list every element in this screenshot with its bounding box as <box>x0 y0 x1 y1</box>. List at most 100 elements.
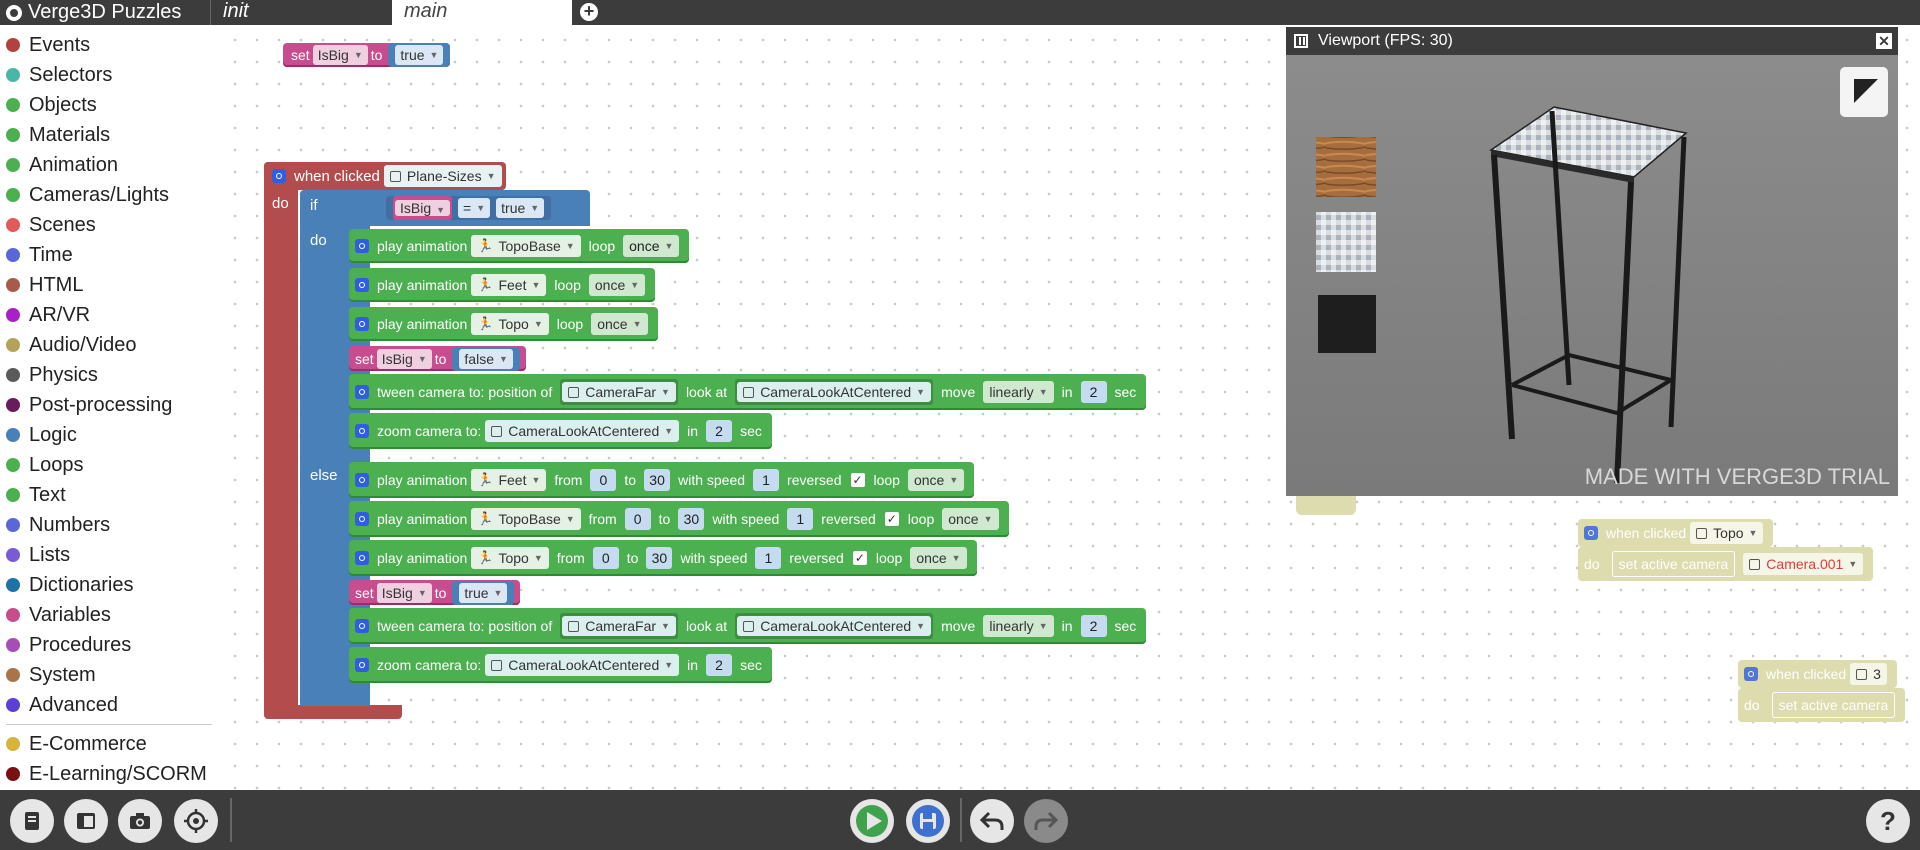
object-dropdown[interactable]: Plane-Sizes▼ <box>383 165 502 187</box>
category-scenes[interactable]: Scenes <box>6 211 96 239</box>
boolean-dropdown[interactable]: false▼ <box>459 348 513 369</box>
category-events[interactable]: Events <box>6 31 90 59</box>
target-object-dropdown[interactable]: CameraLookAtCentered▼ <box>485 420 680 442</box>
undo-icon[interactable] <box>970 799 1014 843</box>
set-active-camera-statement[interactable]: set active camera <box>1611 551 1736 577</box>
category-procedures[interactable]: Procedures <box>6 631 131 659</box>
disabled-when-clicked-block[interactable]: when clicked Topo▼ <box>1578 519 1774 547</box>
loop-dropdown[interactable]: once▼ <box>910 547 967 569</box>
category-advanced[interactable]: Advanced <box>6 691 118 719</box>
tab-main[interactable]: main <box>392 0 572 25</box>
category-e-commerce[interactable]: E-Commerce <box>6 730 147 758</box>
category-ar-vr[interactable]: AR/VR <box>6 301 90 329</box>
boolean-block[interactable]: true▼ <box>388 43 451 67</box>
gear-icon[interactable] <box>355 385 369 399</box>
interpolation-dropdown[interactable]: linearly▼ <box>983 381 1054 403</box>
category-audio-video[interactable]: Audio/Video <box>6 331 137 359</box>
to-input[interactable]: 30 <box>678 508 705 530</box>
boolean-block[interactable]: true▼ <box>452 580 515 605</box>
variable-dropdown[interactable]: IsBig▼ <box>376 582 432 603</box>
set-variable-block[interactable]: set IsBig▼ to true▼ <box>349 580 521 605</box>
3d-scene-canvas[interactable]: MADE WITH VERGE3D TRIAL <box>1286 55 1898 496</box>
help-icon[interactable]: ? <box>1866 799 1910 843</box>
animation-dropdown[interactable]: 🏃TopoBase▼ <box>471 508 581 530</box>
close-icon[interactable]: ✕ <box>1876 33 1892 49</box>
set-variable-block[interactable]: set IsBig▼ to true▼ <box>283 43 451 67</box>
redo-icon[interactable] <box>1024 799 1068 843</box>
boolean-dropdown[interactable]: true▼ <box>395 45 444 65</box>
animation-dropdown[interactable]: 🏃Topo▼ <box>471 547 549 569</box>
loop-dropdown[interactable]: once▼ <box>942 508 999 530</box>
to-input[interactable]: 30 <box>646 547 673 569</box>
gear-icon[interactable] <box>272 169 286 183</box>
duration-input[interactable]: 2 <box>706 654 733 676</box>
duration-input[interactable]: 2 <box>1080 615 1107 637</box>
from-input[interactable]: 0 <box>592 547 619 569</box>
play-animation-block[interactable]: play animation 🏃Topo▼ from 0 to 30 with … <box>349 540 977 576</box>
from-input[interactable]: 0 <box>590 469 617 491</box>
target-icon[interactable] <box>174 799 218 843</box>
tween-camera-block[interactable]: tween camera to: position of CameraFar▼ … <box>349 608 1147 644</box>
operator-dropdown[interactable]: =▼ <box>458 198 491 218</box>
play-animation-block[interactable]: play animation 🏃Topo▼ loop once▼ <box>349 307 658 341</box>
category-html[interactable]: HTML <box>6 271 83 299</box>
from-input[interactable]: 0 <box>624 508 651 530</box>
play-icon[interactable] <box>850 799 894 843</box>
speed-input[interactable]: 1 <box>755 547 782 569</box>
reversed-checkbox[interactable]: ✓ <box>884 512 899 526</box>
category-text[interactable]: Text <box>6 481 66 509</box>
save-icon[interactable] <box>906 799 950 843</box>
category-cameras-lights[interactable]: Cameras/Lights <box>6 181 169 209</box>
play-animation-block[interactable]: play animation 🏃TopoBase▼ from 0 to 30 w… <box>349 501 1009 537</box>
duration-input[interactable]: 2 <box>706 420 733 442</box>
category-loops[interactable]: Loops <box>6 451 84 479</box>
gear-icon[interactable] <box>355 619 369 633</box>
set-variable-block[interactable]: set IsBig▼ to false▼ <box>349 346 526 371</box>
camera-dropdown[interactable]: Camera.001▼ <box>1743 553 1864 575</box>
category-time[interactable]: Time <box>6 241 73 269</box>
play-animation-block[interactable]: play animation 🏃Feet▼ from 0 to 30 with … <box>349 462 975 498</box>
set-active-camera-block[interactable]: do set active camera Camera.001▼ <box>1578 547 1874 581</box>
category-dictionaries[interactable]: Dictionaries <box>6 571 133 599</box>
object-dropdown[interactable]: 3 <box>1850 663 1887 685</box>
boolean-dropdown[interactable]: true▼ <box>496 198 545 218</box>
duration-input[interactable]: 2 <box>1080 381 1107 403</box>
boolean-dropdown[interactable]: true▼ <box>459 582 508 603</box>
speed-input[interactable]: 1 <box>753 469 780 491</box>
gear-icon[interactable] <box>355 512 369 526</box>
speed-input[interactable]: 1 <box>787 508 814 530</box>
target-object-block[interactable]: CameraLookAtCentered▼ <box>735 379 934 405</box>
compare-block[interactable]: IsBig▼ =▼ true▼ <box>386 196 552 220</box>
category-logic[interactable]: Logic <box>6 421 77 449</box>
category-e-learning-scorm[interactable]: E-Learning/SCORM <box>6 760 207 788</box>
disabled-when-clicked-block[interactable]: when clicked 3 <box>1738 660 1897 688</box>
gear-icon[interactable] <box>355 658 369 672</box>
animation-dropdown[interactable]: 🏃Feet▼ <box>471 274 547 296</box>
category-animation[interactable]: Animation <box>6 151 118 179</box>
gear-icon[interactable] <box>355 239 369 253</box>
boolean-block[interactable]: false▼ <box>452 346 520 371</box>
target-object-block[interactable]: CameraLookAtCentered▼ <box>735 613 934 639</box>
category-system[interactable]: System <box>6 661 96 689</box>
interpolation-dropdown[interactable]: linearly▼ <box>983 615 1054 637</box>
tween-camera-block[interactable]: tween camera to: position of CameraFar▼ … <box>349 374 1147 410</box>
play-animation-block[interactable]: play animation 🏃TopoBase▼ loop once▼ <box>349 229 690 263</box>
pause-icon[interactable] <box>1294 34 1308 48</box>
viewport-panel[interactable]: Viewport (FPS: 30) ✕ <box>1286 27 1898 496</box>
camera-object-block[interactable]: CameraFar▼ <box>560 613 678 639</box>
category-lists[interactable]: Lists <box>6 541 70 569</box>
set-active-camera-statement[interactable]: set active camera <box>1771 692 1896 718</box>
reversed-checkbox[interactable]: ✓ <box>852 551 867 565</box>
animation-dropdown[interactable]: 🏃Feet▼ <box>471 469 547 491</box>
animation-dropdown[interactable]: 🏃TopoBase▼ <box>471 235 581 257</box>
to-input[interactable]: 30 <box>644 469 671 491</box>
variable-dropdown[interactable]: IsBig▼ <box>312 45 368 65</box>
category-objects[interactable]: Objects <box>6 91 97 119</box>
camera-icon[interactable] <box>118 799 162 843</box>
category-post-processing[interactable]: Post-processing <box>6 391 172 419</box>
gear-icon[interactable] <box>1584 526 1598 540</box>
category-physics[interactable]: Physics <box>6 361 98 389</box>
gear-icon[interactable] <box>355 278 369 292</box>
set-active-camera-block[interactable]: do set active camera <box>1738 688 1906 722</box>
target-object-dropdown[interactable]: CameraLookAtCentered▼ <box>485 654 680 676</box>
